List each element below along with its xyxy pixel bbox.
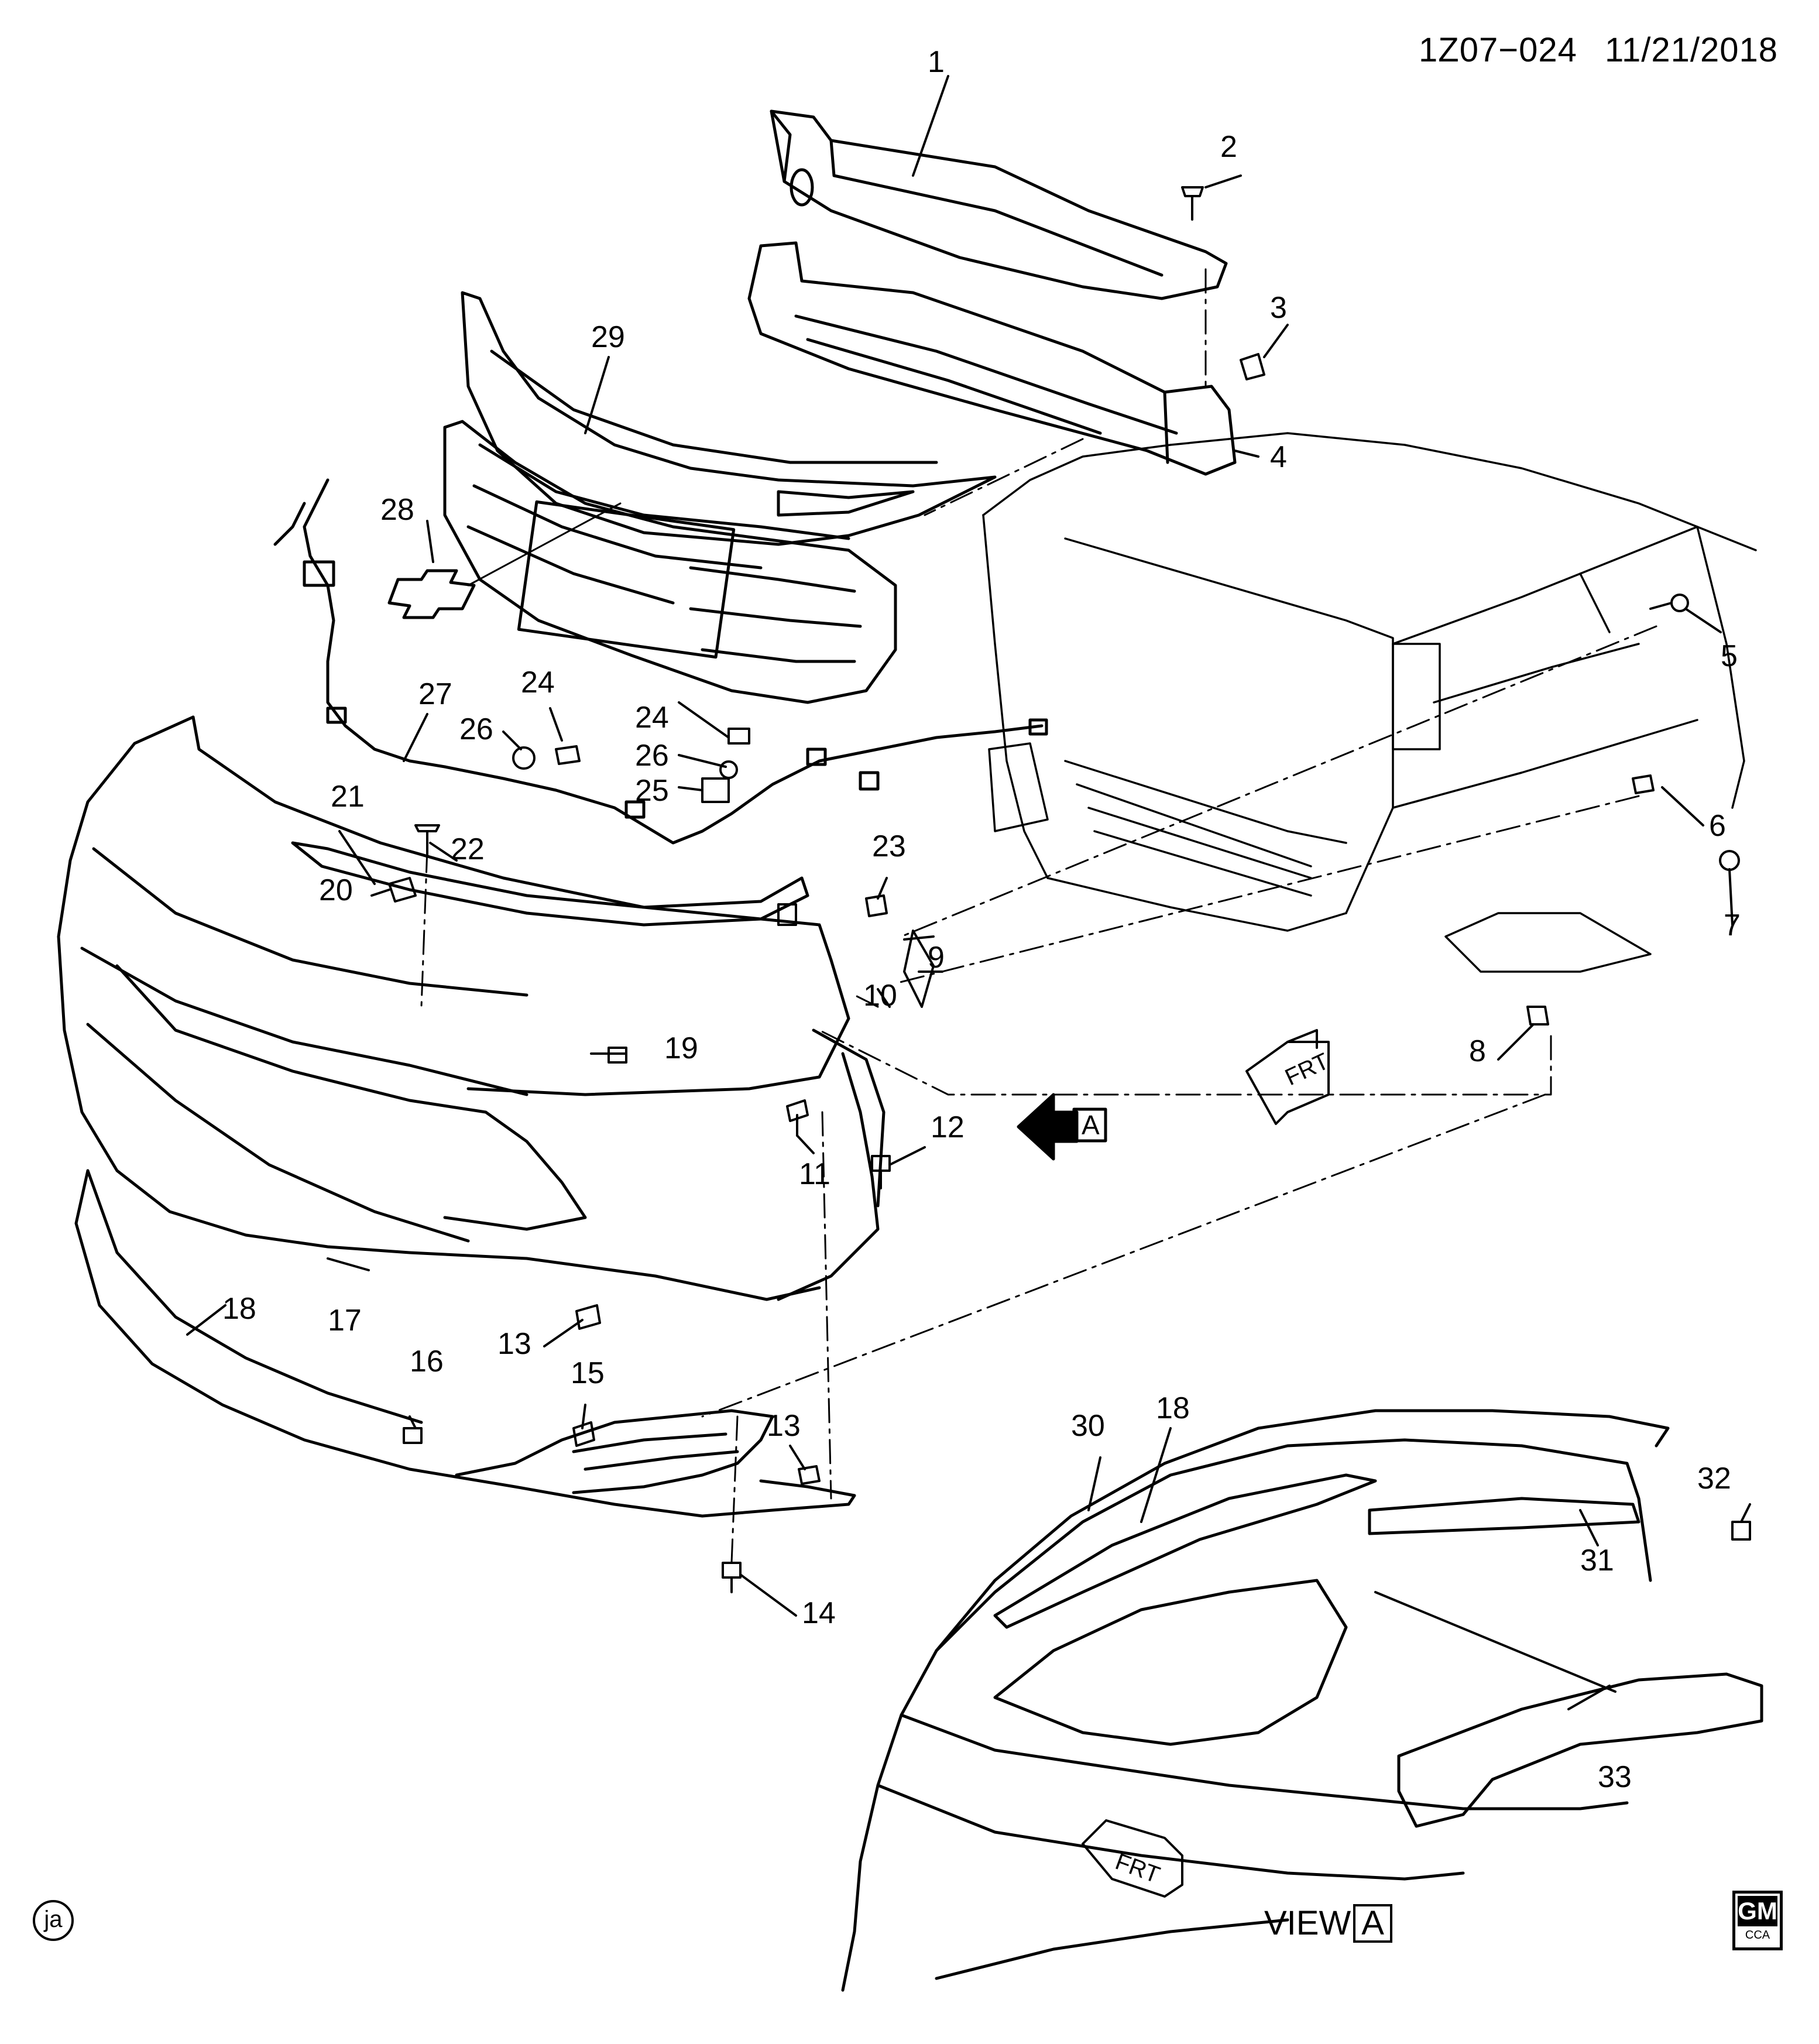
- callout-30: 30: [1071, 1409, 1105, 1443]
- callout-8: 8: [1469, 1034, 1486, 1068]
- part-28-emblem: [387, 502, 622, 619]
- callout-13a: 13: [497, 1327, 531, 1361]
- callout-21: 21: [331, 780, 365, 814]
- part-18-lower-fascia: [74, 1169, 856, 1518]
- vehicle-structure: [982, 432, 1757, 973]
- frt-arrow-2: [1082, 1819, 1183, 1898]
- callout-1: 1: [928, 45, 945, 79]
- view-a-assembly: [841, 1409, 1763, 1992]
- frt-arrow-1: [1245, 1029, 1330, 1125]
- callout-9: 9: [928, 941, 945, 975]
- diagram-header: 1Z07−024 11/21/2018: [1419, 30, 1778, 70]
- part-29-grille-upper: [461, 291, 997, 546]
- leader-lines: [186, 75, 1751, 1710]
- view-a-box: A: [1353, 1904, 1392, 1943]
- callout-13b: 13: [767, 1409, 801, 1443]
- callout-26b: 26: [635, 739, 669, 773]
- callout-10: 10: [863, 979, 897, 1013]
- view-a-pointer-label: A: [1082, 1110, 1100, 1140]
- callout-33: 33: [1598, 1760, 1632, 1794]
- diagram-id: 1Z07−024: [1419, 31, 1577, 69]
- gm-logo-subtext: CCA: [1745, 1929, 1770, 1942]
- callout-5: 5: [1721, 639, 1738, 673]
- view-a-pointer-arrow: [1017, 1093, 1107, 1161]
- alignment-lines: [420, 268, 1657, 1564]
- part-17-fascia: [57, 715, 886, 1301]
- callout-3: 3: [1270, 291, 1287, 325]
- part-21-molding: [291, 841, 809, 927]
- callout-28: 28: [380, 493, 414, 527]
- callout-15: 15: [571, 1356, 605, 1390]
- view-a-text: VIEW: [1264, 1904, 1351, 1942]
- callout-14: 14: [802, 1596, 836, 1630]
- callout-24b: 24: [635, 701, 669, 735]
- callout-11: 11: [799, 1157, 830, 1191]
- callout-7: 7: [1724, 908, 1741, 942]
- callout-2: 2: [1220, 130, 1237, 164]
- gm-logo: GM CCA: [1732, 1891, 1783, 1950]
- callout-27: 27: [418, 677, 452, 711]
- callout-31: 31: [1580, 1544, 1614, 1577]
- callout-25: 25: [635, 774, 669, 808]
- callout-24a: 24: [521, 666, 555, 699]
- part-27-harness: [273, 478, 1048, 845]
- callout-20: 20: [319, 873, 353, 907]
- callout-22: 22: [451, 832, 485, 866]
- callout-23: 23: [872, 829, 906, 863]
- callout-32: 32: [1697, 1462, 1731, 1496]
- callout-29: 29: [591, 320, 625, 354]
- callout-16: 16: [410, 1345, 444, 1378]
- part-1-absorber: [770, 109, 1228, 300]
- callout-6: 6: [1709, 809, 1726, 843]
- part-4-energy-absorber: [747, 241, 1237, 476]
- callout-12: 12: [931, 1110, 965, 1144]
- callout-4: 4: [1270, 440, 1287, 474]
- callout-18b: 18: [1156, 1391, 1190, 1425]
- callout-18: 18: [222, 1292, 256, 1326]
- diagram-date: 11/21/2018: [1605, 31, 1778, 69]
- callout-17: 17: [328, 1304, 362, 1337]
- part-29-grille-lower: [443, 420, 897, 704]
- callout-19: 19: [664, 1031, 698, 1065]
- artist-initials: ja: [33, 1900, 74, 1941]
- gm-logo-text: GM: [1738, 1896, 1777, 1926]
- callout-26a: 26: [459, 712, 493, 746]
